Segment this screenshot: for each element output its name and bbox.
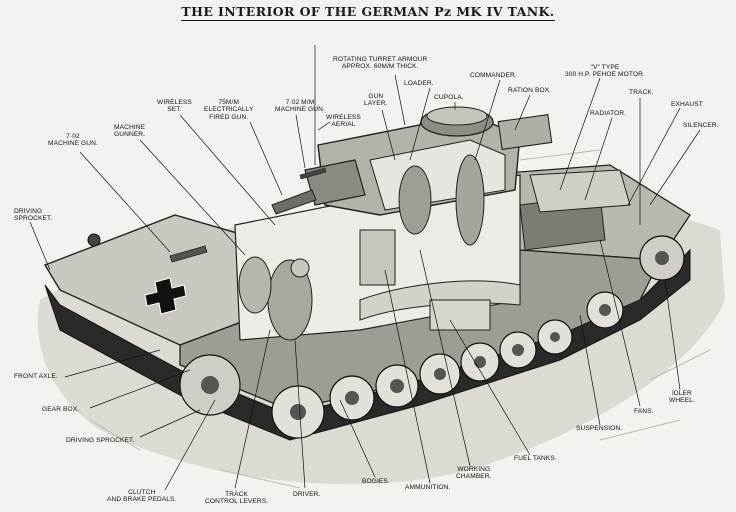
headlight [87,233,101,247]
engine-block [529,169,631,213]
hull-mg-ball [169,245,208,263]
label-track-control: TRACK CONTROL LEVERS. [205,491,269,506]
label-exhaust: EXHAUST [671,101,703,108]
label-front-axle: FRONT AXLE. [14,373,58,380]
label-driving-sprocket-bottom: DRIVING SPROCKET. [66,437,135,444]
label-ration-box: RATION BOX. [508,87,552,94]
driver-head [290,258,310,278]
diagram-title: THE INTERIOR OF THE GERMAN Pz MK IV TANK… [0,4,736,21]
ration-box [497,114,553,150]
label-working-chamber: WORKING CHAMBER. [456,466,492,481]
label-radiator: RADIATOR. [590,110,627,117]
commander-figure [455,154,485,246]
label-suspension: SUSPENSION. [576,425,623,432]
label-clutch-brake: CLUTCH AND BRAKE PEDALS. [107,489,177,504]
label-bogies: BOGIES. [362,478,390,485]
ammunition-rack [359,229,396,286]
label-driver: DRIVER. [293,491,321,498]
label-75mm-gun: 75m/m ELECTRICALLY FIRED GUN. [204,99,254,121]
label-machine-gun-turret: 7·02 m/m MACHINE GUN. [275,99,325,114]
main-gun-barrel [271,189,317,215]
label-gun-layer: GUN LAYER. [364,93,388,108]
label-fans: FANS. [634,408,654,415]
coax-mg [299,167,327,180]
label-v-type-motor: "V" TYPE 300 H.P. PEHOE MOTOR. [565,64,645,79]
leader-lines [29,45,701,491]
diagram-title-text: THE INTERIOR OF THE GERMAN Pz MK IV TANK… [181,4,555,21]
label-rotating-turret-armour: ROTATING TURRET ARMOUR APPROX. 60m/m THI… [333,56,428,71]
label-loader: LOADER. [404,80,434,87]
fuel-tanks [429,299,491,331]
label-silencer: SILENCER. [683,122,719,129]
label-gear-box: GEAR BOX. [42,406,80,413]
cupola-top [426,106,488,126]
label-fuel-tanks: FUEL TANKS. [514,455,557,462]
label-wireless-aerial: WIRELESS AERIAL [326,114,361,129]
wheel-hubs [201,251,669,420]
label-machine-gun-hull: 7·02 MACHINE GUN. [48,133,98,148]
cross-insignia [144,277,187,315]
label-driving-sprocket-top: DRIVING SPROCKET. [14,208,53,223]
label-track: TRACK. [629,89,654,96]
label-cupola: CUPOLA. [434,94,464,101]
label-idler-wheel: IDLER WHEEL. [669,390,695,405]
loader-figure [398,165,432,235]
ground-lines [89,149,711,489]
label-ammunition: AMMUNITION. [405,484,451,491]
gunner-figure [238,256,272,314]
label-machine-gunner: MACHINE GUNNER. [114,124,146,139]
label-wireless-set: WIRELESS SET. [157,99,192,114]
label-commander: COMMANDER. [470,72,517,79]
